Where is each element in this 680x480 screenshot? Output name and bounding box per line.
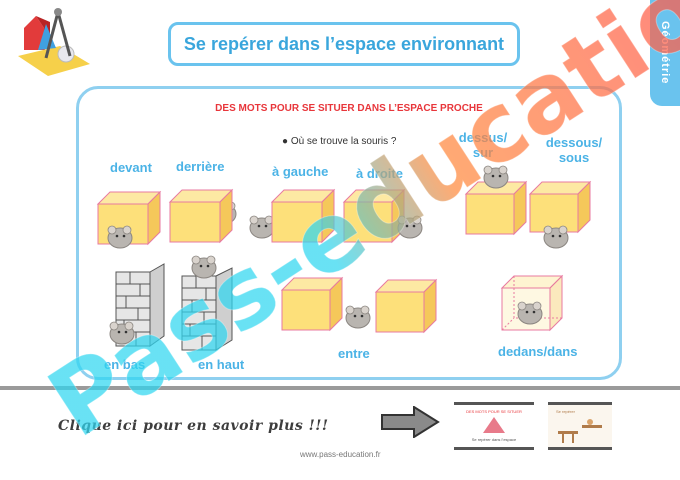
cube-dessus bbox=[464, 180, 528, 236]
mouse-dessus bbox=[483, 165, 509, 189]
mouse-en-bas bbox=[109, 321, 135, 345]
word-en-haut: en haut bbox=[198, 357, 245, 372]
mouse-dessous bbox=[543, 225, 569, 249]
word-devant: devant bbox=[110, 160, 152, 175]
question-text: ● Où se trouve la souris ? bbox=[282, 136, 397, 147]
cube-derriere bbox=[168, 188, 234, 244]
mouse-en-haut bbox=[191, 255, 217, 279]
mouse-a-gauche bbox=[249, 215, 275, 239]
cube-entre-left bbox=[280, 276, 344, 332]
cube-a-gauche bbox=[270, 188, 336, 244]
lesson-thumbnail-1[interactable]: DES MOTS POUR SE SITUER Se repérer dans … bbox=[454, 402, 534, 450]
arrow-right-icon[interactable] bbox=[380, 405, 440, 439]
word-dessus-line2: sur bbox=[472, 145, 494, 160]
mouse-entre bbox=[345, 305, 371, 329]
word-dessous-line1: dessous/ bbox=[545, 135, 603, 150]
word-a-gauche: à gauche bbox=[272, 164, 329, 179]
geometry-logo bbox=[10, 6, 100, 82]
subject-tab[interactable]: Géométrie bbox=[650, 0, 680, 106]
website-url: www.pass-education.fr bbox=[300, 450, 381, 459]
word-dedans: dedans/dans bbox=[498, 344, 578, 359]
thumb2-text: Se repérer bbox=[556, 409, 575, 414]
mouse-devant bbox=[107, 225, 133, 249]
cube-dessous bbox=[528, 180, 592, 234]
thumb1-image bbox=[483, 417, 505, 433]
word-dessus: dessus/ sur bbox=[458, 130, 508, 160]
word-derriere: derrière bbox=[176, 159, 225, 174]
word-dessus-line1: dessus/ bbox=[458, 130, 508, 145]
panel-heading: DES MOTS POUR SE SITUER DANS L’ESPACE PR… bbox=[215, 103, 483, 114]
word-entre: entre bbox=[338, 346, 370, 361]
word-dessous: dessous/ sous bbox=[544, 135, 604, 165]
thumb2-image bbox=[558, 419, 602, 443]
word-a-droite: à droite bbox=[356, 166, 403, 181]
page-title-text: Se repérer dans l’espace environnant bbox=[183, 33, 505, 54]
thumb1-text: Se repérer dans l’espace bbox=[471, 437, 517, 442]
lesson-thumbnail-2[interactable]: Se repérer bbox=[548, 402, 612, 450]
footer-divider bbox=[0, 386, 680, 390]
page-title: Se repérer dans l’espace environnant bbox=[168, 22, 520, 66]
cube-entre-right bbox=[374, 278, 438, 334]
word-dessous-line2: sous bbox=[558, 150, 590, 165]
mouse-dedans bbox=[517, 301, 543, 325]
more-info-link[interactable]: Clique ici pour en savoir plus !!! bbox=[58, 418, 329, 434]
thumb1-title: DES MOTS POUR SE SITUER bbox=[466, 409, 522, 414]
mouse-a-droite bbox=[397, 215, 423, 239]
cube-a-droite bbox=[342, 188, 406, 244]
word-en-bas: en bas bbox=[104, 357, 146, 372]
subject-tab-label: Géométrie bbox=[659, 21, 671, 85]
wall-en-haut bbox=[181, 267, 233, 351]
